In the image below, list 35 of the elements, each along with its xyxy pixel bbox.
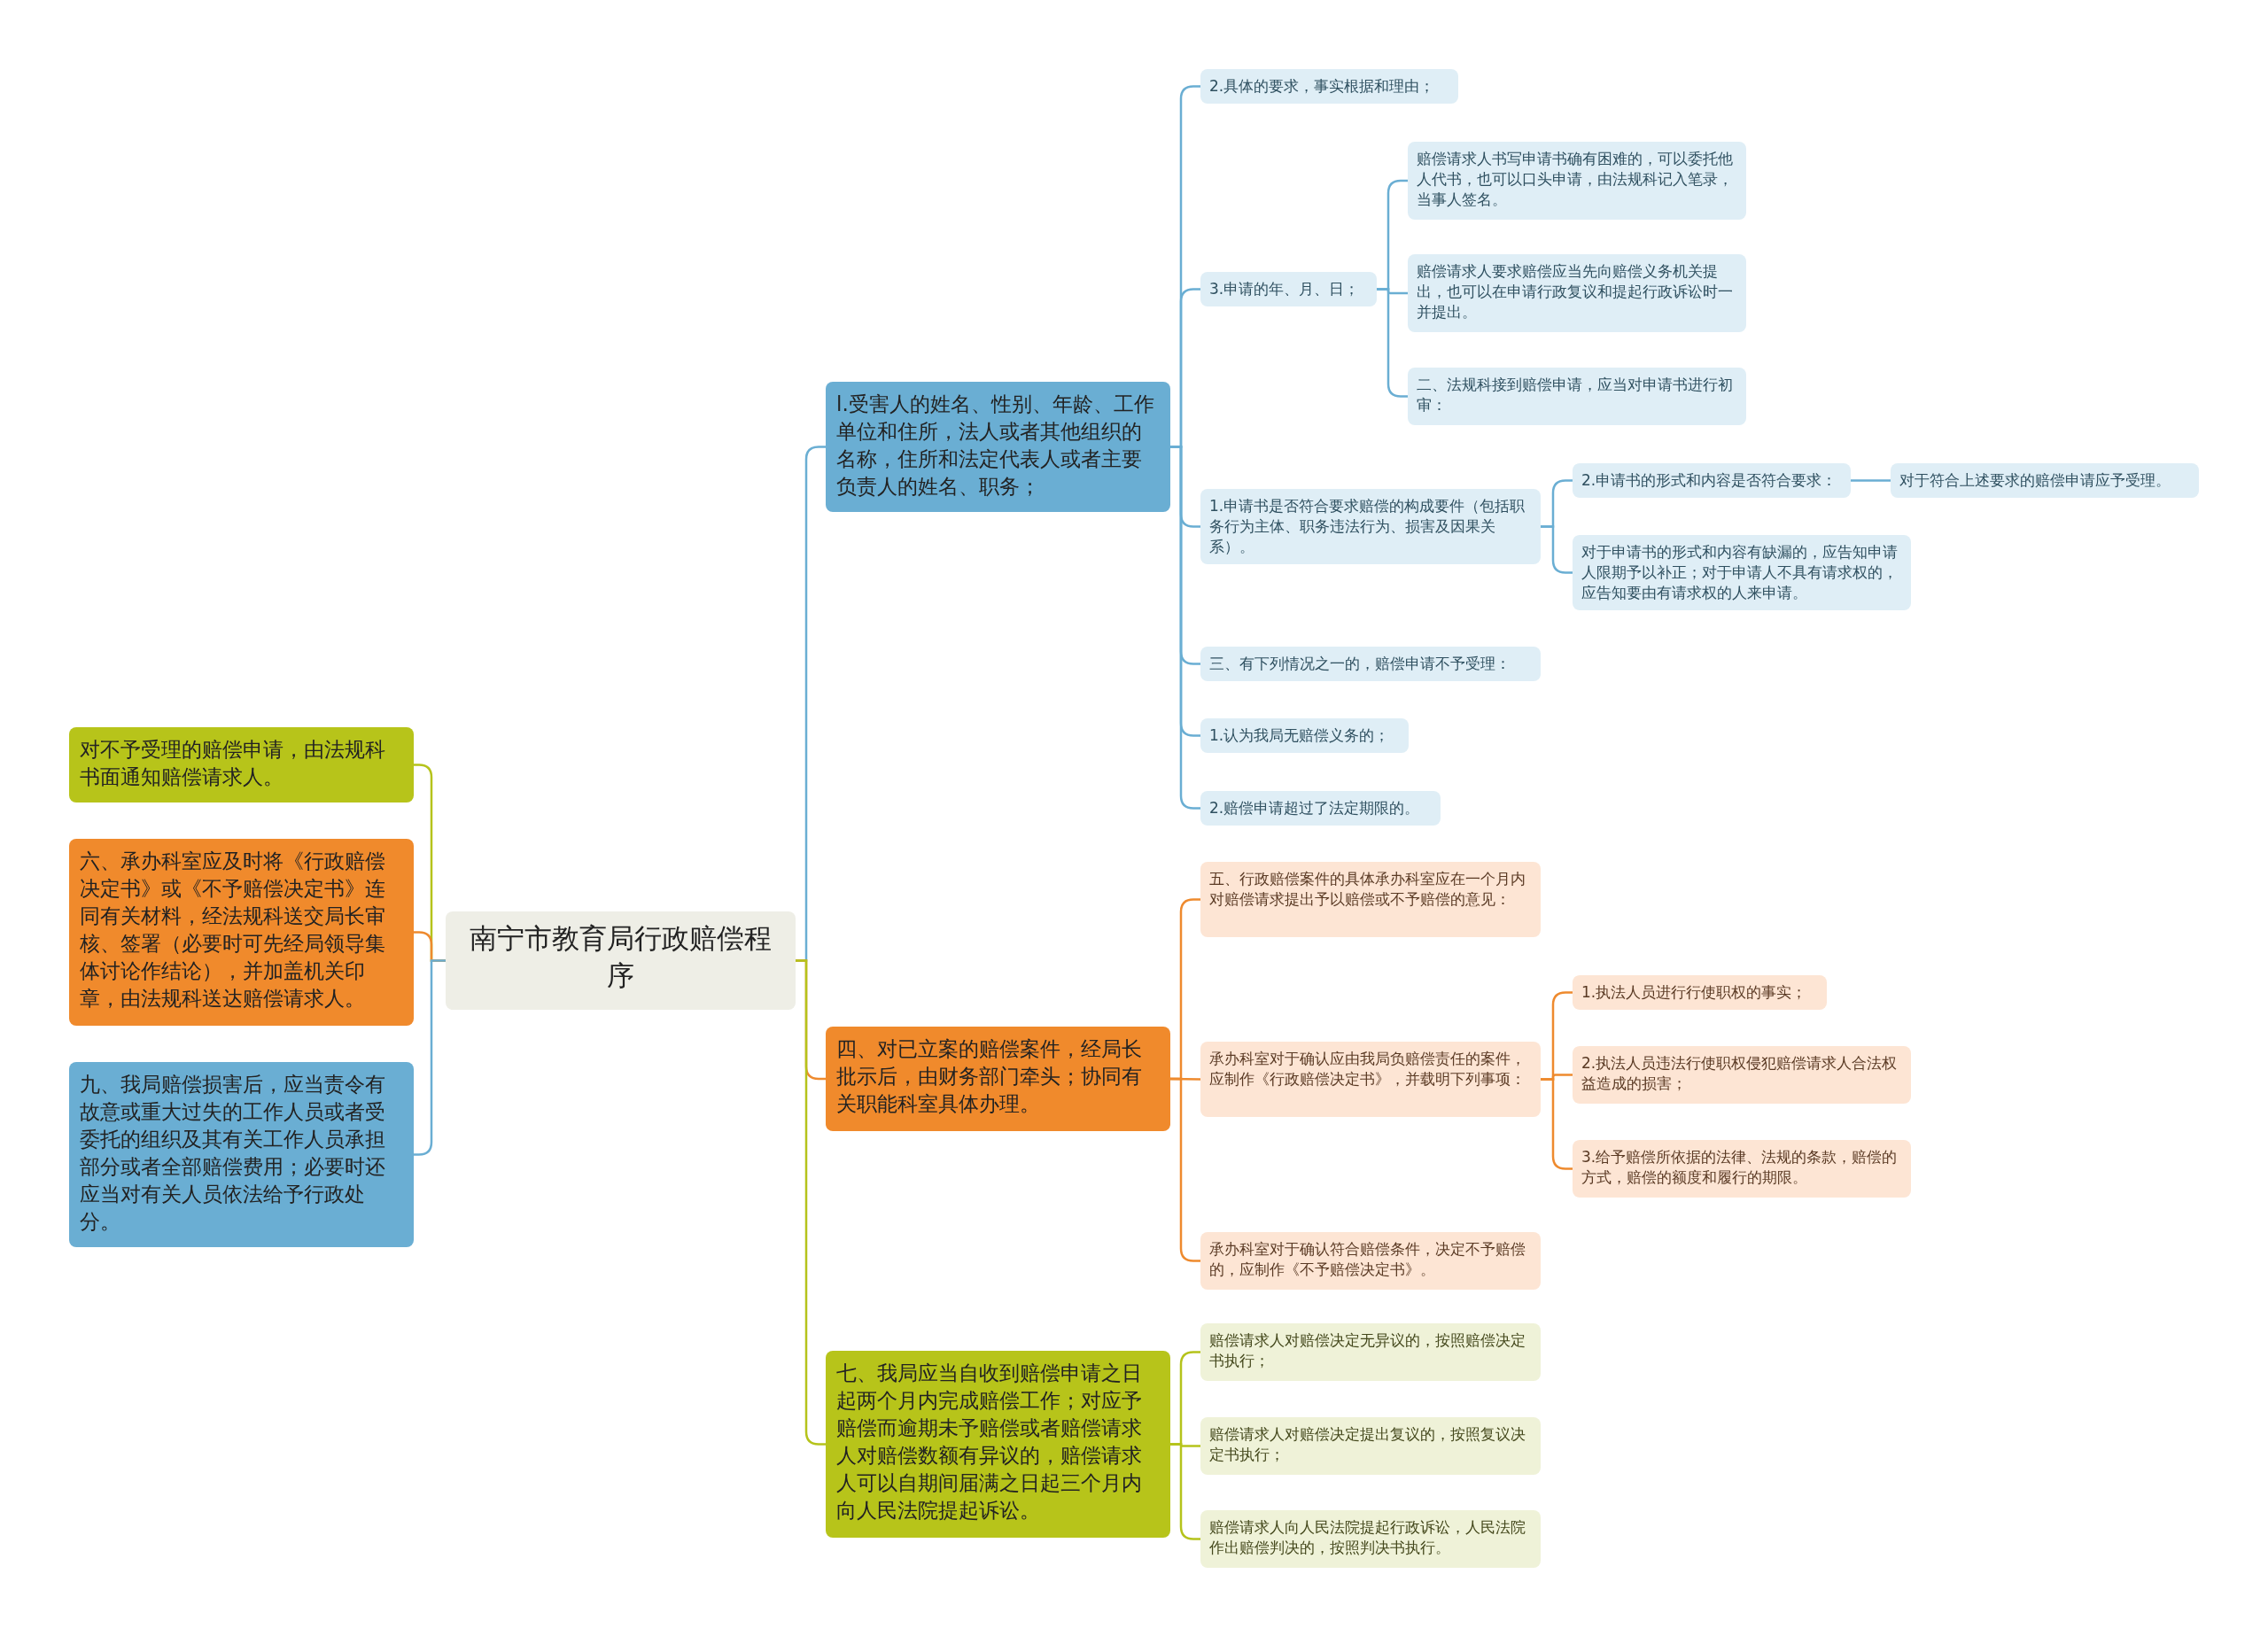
subtopic-box: 对于申请书的形式和内容有缺漏的，应告知申请人限期予以补正；对于申请人不具有请求权的，应告知要由有请求权的人来申请。 — [1573, 535, 1911, 610]
subtopic-box: 赔偿请求人书写申请书确有困难的，可以委托他人代书，也可以口头申请，由法规科记入笔录，当事人签名。 — [1408, 142, 1746, 220]
subtopic-box: 1.执法人员进行行使职权的事实； — [1573, 975, 1827, 1010]
connector-line — [1851, 479, 1891, 482]
subtopic-box: 2.申请书的形式和内容是否符合要求： — [1573, 463, 1851, 498]
subtopic-box: 2.执法人员违法行使职权侵犯赔偿请求人合法权益造成的损害； — [1573, 1046, 1911, 1104]
subtopic-box: 2.赔偿申请超过了法定期限的。 — [1200, 791, 1441, 826]
topic-box: 六、承办科室应及时将《行政赔偿决定书》或《不予赔偿决定书》连同有关材料，经法规科送交局长审核、签署（必要时可先经局领导集体讨论作结论），并加盖机关印章，由法规科送达赔偿请求人。 — [69, 839, 414, 1026]
connector-line — [1541, 525, 1573, 574]
subtopic-box: 1.申请书是否符合要求赔偿的构成要件（包括职务行为主体、职务违法行为、损害及因果关系）。 — [1200, 489, 1541, 564]
connector-line — [1170, 1443, 1200, 1540]
connector-line — [1170, 446, 1200, 810]
subtopic-box: 2.具体的要求，事实根据和理由； — [1200, 69, 1458, 104]
topic-box: 对不予受理的赔偿申请，由法规科书面通知赔偿请求人。 — [69, 727, 414, 802]
central-topic-box: 南宁市教育局行政赔偿程序 — [446, 911, 796, 1010]
subtopic-box: 1.认为我局无赔偿义务的； — [1200, 718, 1409, 753]
connector-line — [1377, 288, 1408, 398]
subtopic-box: 赔偿请求人要求赔偿应当先向赔偿义务机关提出，也可以在申请行政复议和提起行政诉讼时一并提出。 — [1408, 254, 1746, 332]
topic-box: 七、我局应当自收到赔偿申请之日起两个月内完成赔偿工作；对应予赔偿而逾期未予赔偿或者赔偿请求人对赔偿数额有异议的，赔偿请求人可以自期间届满之日起三个月内向人民法院提起诉讼。 — [826, 1351, 1170, 1538]
connector-line — [1541, 1078, 1573, 1170]
subtopic-box: 二、法规科接到赔偿申请，应当对申请书进行初审： — [1408, 368, 1746, 425]
subtopic-box: 赔偿请求人对赔偿决定提出复议的，按照复议决定书执行； — [1200, 1417, 1541, 1475]
subtopic-box: 赔偿请求人向人民法院提起行政诉讼，人民法院作出赔偿判决的，按照判决书执行。 — [1200, 1510, 1541, 1568]
subtopic-box: 3.申请的年、月、日； — [1200, 272, 1377, 306]
subtopic-box: 对于符合上述要求的赔偿申请应予受理。 — [1891, 463, 2199, 498]
subtopic-box: 承办科室对于确认应由我局负赔偿责任的案件，应制作《行政赔偿决定书》，并载明下列事项： — [1200, 1042, 1541, 1117]
subtopic-box: 三、有下列情况之一的，赔偿申请不予受理： — [1200, 647, 1541, 681]
topic-box: 九、我局赔偿损害后，应当责令有故意或重大过失的工作人员或者受委托的组织及其有关工作人员承担部分或者全部赔偿费用；必要时还应当对有关人员依法给予行政处分。 — [69, 1062, 414, 1247]
topic-box: 四、对已立案的赔偿案件，经局长批示后，由财务部门牵头；协同有关职能科室具体办理。 — [826, 1027, 1170, 1131]
subtopic-box: 赔偿请求人对赔偿决定无异议的，按照赔偿决定书执行； — [1200, 1323, 1541, 1381]
topic-box: l.受害人的姓名、性别、年龄、工作单位和住所，法人或者其他组织的名称，住所和法定代表人或者主要负责人的姓名、职务； — [826, 382, 1170, 512]
subtopic-box: 3.给予赔偿所依据的法律、法规的条款，赔偿的方式，赔偿的额度和履行的期限。 — [1573, 1140, 1911, 1198]
connector-line — [1170, 1077, 1200, 1262]
subtopic-box: 五、行政赔偿案件的具体承办科室应在一个月内对赔偿请求提出予以赔偿或不予赔偿的意见： — [1200, 862, 1541, 937]
subtopic-box: 承办科室对于确认符合赔偿条件，决定不予赔偿的，应制作《不予赔偿决定书》。 — [1200, 1232, 1541, 1290]
